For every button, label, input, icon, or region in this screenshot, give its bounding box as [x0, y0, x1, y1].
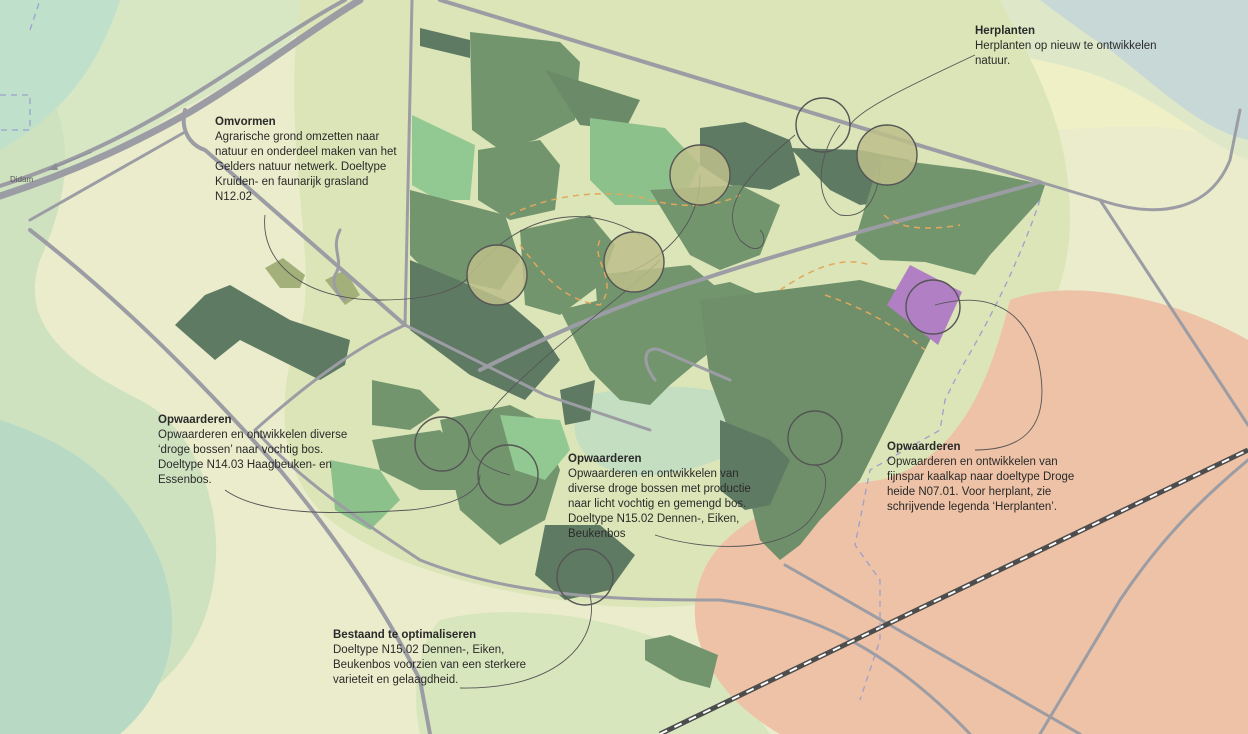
- annotation-omvormen: Omvormen Agrarische grond omzetten naar …: [215, 115, 405, 205]
- forest-patch: [410, 260, 560, 400]
- circle-marker: [477, 444, 539, 506]
- circle-marker: [905, 279, 961, 335]
- direction-arrow: [47, 151, 93, 171]
- annotation-herplanten: Herplanten Herplanten op nieuw te ontwik…: [975, 24, 1175, 69]
- leader-line-opwaarderen-west: [224, 474, 481, 514]
- highway-a18-north: [0, 0, 347, 188]
- leader-line-opwaarderen-center: [654, 464, 827, 547]
- forest-patch: [420, 28, 470, 58]
- road-south: [253, 428, 972, 734]
- leader-line-opwaarderen-east: [934, 299, 1043, 451]
- dashed-routes: [0, 0, 1041, 701]
- dashed-route: [519, 239, 608, 306]
- forest-patches: [175, 28, 1045, 688]
- annotation-text: Opwaarderen en ontwikkelen van fijnspar …: [887, 456, 1075, 513]
- boundary-dashed: [854, 199, 1041, 701]
- circle-marker: [669, 144, 731, 206]
- circle-marker: [556, 548, 614, 606]
- road-curve: [332, 228, 347, 302]
- road-north-boundary: [438, 0, 1042, 184]
- road-central: [403, 323, 652, 432]
- light-green-patch: [500, 415, 570, 480]
- circle-marker: [466, 244, 528, 306]
- circle-marker: [787, 410, 843, 466]
- circle-marker: [856, 124, 918, 186]
- annotation-text: Opwaarderen en ontwikkelen van diverse d…: [568, 468, 751, 540]
- road-sw: [253, 323, 407, 432]
- forest-patch: [478, 140, 560, 220]
- forest-patch: [560, 380, 595, 425]
- annotation-opwaarderen-west: Opwaarderen Opwaarderen en ontwikkelen d…: [158, 413, 348, 488]
- annotation-opwaarderen-center: Opwaarderen Opwaarderen en ontwikkelen v…: [568, 452, 773, 542]
- zone-south-green: [416, 612, 770, 734]
- annotation-text: Herplanten op nieuw te ontwikkelen natuu…: [975, 40, 1157, 67]
- railway: [658, 447, 1248, 734]
- leader-line: [731, 134, 796, 249]
- forest-patch: [520, 215, 615, 315]
- boundary-dashed: [0, 94, 31, 131]
- annotation-text: Doeltype N15.02 Dennen-, Eiken, Beukenbo…: [333, 644, 527, 686]
- forest-patch: [470, 32, 580, 150]
- dashed-route: [824, 294, 926, 351]
- circle-markers: [414, 97, 961, 606]
- forest-patch: [175, 285, 350, 380]
- forest-patch: [535, 525, 635, 600]
- annotation-title: Opwaarderen: [887, 441, 961, 453]
- pond: [574, 386, 757, 476]
- road-north-south: [403, 0, 414, 327]
- dashed-route: [883, 214, 961, 229]
- forest-patch: [855, 158, 1045, 275]
- annotation-title: Herplanten: [975, 25, 1036, 37]
- leader-line: [469, 439, 511, 476]
- light-green-patch: [412, 115, 475, 200]
- annotation-opwaarderen-east: Opwaarderen Opwaarderen en ontwikkelen v…: [887, 440, 1087, 515]
- road-west-diagonal: [181, 108, 407, 327]
- annotation-text: Opwaarderen en ontwikkelen diverse ‘drog…: [158, 429, 348, 486]
- road-far-east: [1038, 458, 1248, 734]
- circle-marker: [603, 231, 665, 293]
- road-east: [1098, 198, 1248, 427]
- forest-patch: [645, 635, 718, 688]
- leader-line-herplanten: [849, 54, 976, 126]
- dashed-route: [509, 193, 741, 216]
- annotation-title: Omvormen: [215, 116, 276, 128]
- heath-purple-patch: [887, 265, 962, 345]
- road-cross-diagonal: [478, 180, 1042, 372]
- road-pond: [644, 347, 732, 382]
- highway-a18-south: [0, 0, 364, 200]
- forest-patch: [720, 420, 790, 510]
- place-label-didam: Didam: [10, 175, 34, 184]
- annotation-title: Bestaand te optimaliseren: [333, 629, 477, 641]
- dashed-route: [779, 261, 871, 291]
- boundary-dashed: [29, 0, 41, 31]
- forest-patch: [650, 185, 780, 270]
- zone-se-orange: [694, 290, 1248, 734]
- olive-patch: [265, 258, 305, 288]
- annotation-text: Agrarische grond omzetten naar natuur en…: [215, 131, 397, 203]
- circle-marker: [414, 416, 470, 472]
- zone-ne-blue: [1040, 0, 1248, 140]
- leader-line-omvormen: [264, 214, 471, 301]
- forest-patch: [545, 70, 640, 130]
- road-southwest: [28, 228, 432, 734]
- annotation-bestaand: Bestaand te optimaliseren Doeltype N15.0…: [333, 628, 538, 688]
- circle-marker: [795, 97, 851, 153]
- annotation-title: Opwaarderen: [568, 453, 642, 465]
- road-se: [783, 563, 1082, 734]
- zone-sw-teal: [0, 420, 173, 734]
- forest-patch: [372, 380, 440, 430]
- leader-line-bestaand: [459, 594, 592, 689]
- road-ne: [1038, 108, 1242, 212]
- road-west-link: [28, 130, 187, 222]
- annotation-title: Opwaarderen: [158, 414, 232, 426]
